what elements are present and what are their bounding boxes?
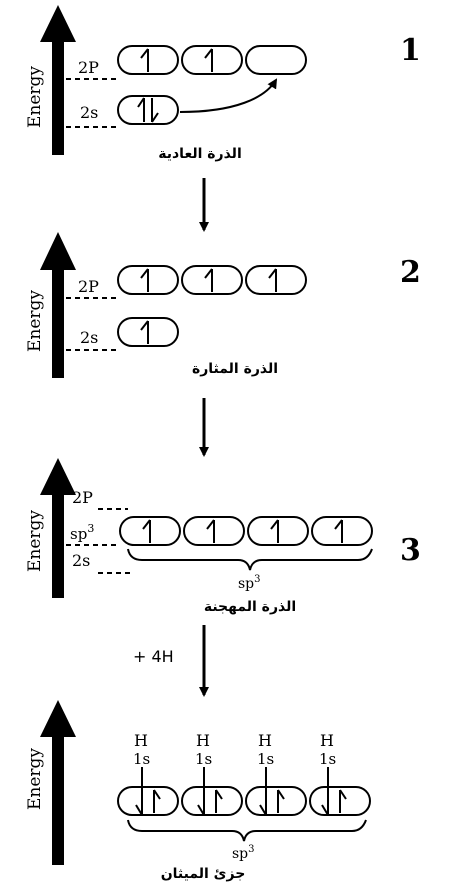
level-label-2s: 2s (72, 551, 90, 570)
electron-down-barb (259, 804, 267, 816)
orbital-2p-3 (245, 265, 307, 295)
orbital-2p-1 (117, 265, 179, 295)
orbital-2p-1 (117, 45, 179, 75)
orbital-sp3-3 (247, 516, 309, 546)
energy-axis-arrowhead (40, 5, 76, 42)
sp3-base: sp (70, 525, 87, 543)
hydrogen-label: H (196, 731, 210, 750)
step-number: 2 (400, 255, 421, 290)
step-number: 1 (400, 33, 421, 68)
step-1-ground-state: Energy 2P 2s الذرة العادية 1 (25, 5, 421, 162)
caption-ground-state: الذرة العادية (158, 146, 242, 162)
energy-axis-bar (52, 40, 64, 155)
electron-up-barb (206, 519, 215, 530)
orbital-2s (117, 95, 179, 125)
orbital-label-1s: 1s (257, 750, 274, 768)
curly-brace (127, 548, 373, 571)
reaction-label: + 4H (133, 647, 174, 666)
orbital-label-1s: 1s (319, 750, 336, 768)
caption-methane-molecule: جزئ الميثان (161, 866, 246, 882)
step-4-methane-molecule: Energy H 1s H 1s H 1s H 1s sp3 جزئ الم (25, 700, 371, 882)
electron-down-barb (321, 804, 329, 816)
electron-up-barb (268, 268, 277, 279)
level-label-2p: 2P (78, 58, 99, 77)
level-label-2s: 2s (80, 103, 98, 122)
brace-label-sp3: sp3 (238, 574, 261, 592)
sp3-superscript: 3 (248, 844, 254, 855)
sp3-base: sp (232, 846, 248, 862)
level-label-sp3: sp3 (70, 522, 94, 543)
energy-label: Energy (25, 66, 45, 128)
energy-label: Energy (25, 510, 45, 572)
energy-axis-arrowhead (40, 700, 76, 737)
bond-orbital-1 (117, 786, 179, 816)
electron-up-barb (204, 268, 213, 279)
step-3-hybridized-state: Energy 2P sp3 2s sp3 الذرة المهجنة 3 (25, 458, 421, 615)
orbital-label-1s: 1s (133, 750, 150, 768)
orbital-2p-2 (181, 45, 243, 75)
electron-up-barb (339, 789, 347, 800)
energy-label: Energy (25, 748, 45, 810)
orbital-2p-3-empty (245, 45, 307, 75)
electron-up-barb (153, 789, 161, 800)
energy-axis-bar (52, 493, 64, 598)
electron-up-barb (204, 48, 213, 59)
energy-axis-bar (52, 735, 64, 865)
energy-axis-arrowhead (40, 232, 76, 270)
sp3-superscript: 3 (254, 574, 260, 585)
electron-down-barb (135, 804, 143, 816)
electron-up-barb (334, 519, 343, 530)
level-label-2p: 2P (72, 488, 93, 507)
sp3-superscript: 3 (87, 522, 94, 535)
orbital-sp3-4 (311, 516, 373, 546)
promotion-arrow (179, 78, 278, 113)
curly-brace (127, 819, 367, 842)
electron-up-barb (140, 268, 149, 279)
electron-up-barb (215, 789, 223, 800)
hydrogen-label: H (320, 731, 334, 750)
energy-axis-arrowhead (40, 458, 76, 495)
brace-label-sp3: sp3 (232, 844, 255, 862)
orbital-label-1s: 1s (195, 750, 212, 768)
orbital-sp3-1 (119, 516, 181, 546)
bond-orbital-4 (309, 786, 371, 816)
caption-excited-state: الذرة المثارة (192, 361, 278, 377)
bond-orbital-2 (181, 786, 243, 816)
level-label-2p: 2P (78, 277, 99, 296)
electron-up-barb (270, 519, 279, 530)
orbital-sp3-2 (183, 516, 245, 546)
hydrogen-label: H (258, 731, 272, 750)
electron-up-barb (140, 48, 149, 59)
energy-label: Energy (25, 290, 45, 352)
bond-orbital-3 (245, 786, 307, 816)
electron-up-barb (142, 519, 151, 530)
energy-axis-bar (52, 268, 64, 378)
electron-down-barb (197, 804, 205, 816)
electron-up-barb (277, 789, 285, 800)
step-2-excited-state: Energy 2P 2s الذرة المثارة 2 (25, 232, 421, 378)
level-label-2s: 2s (80, 328, 98, 347)
caption-hybridized-state: الذرة المهجنة (204, 599, 296, 615)
electron-up-barb (140, 320, 149, 331)
step-number: 3 (400, 533, 421, 568)
orbital-2s (117, 317, 179, 347)
electron-down-barb (151, 112, 159, 123)
electron-up-barb (137, 97, 145, 108)
hydrogen-label: H (134, 731, 148, 750)
sp3-base: sp (238, 576, 254, 592)
orbital-2p-2 (181, 265, 243, 295)
